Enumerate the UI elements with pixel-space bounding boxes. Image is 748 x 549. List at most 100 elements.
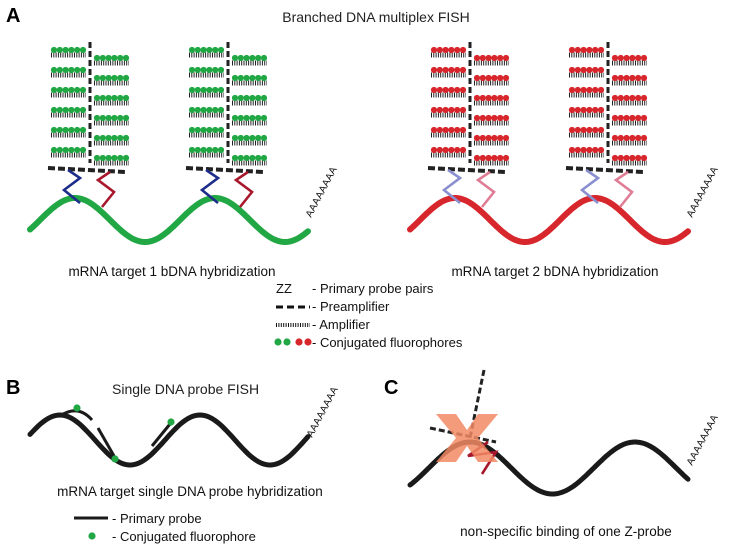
fluorophore-dot: [611, 114, 619, 122]
fluorophore-dot: [580, 86, 587, 94]
fluorophore-dot: [436, 146, 443, 154]
primary-probe-z-right: [233, 170, 254, 208]
fluorophore-dot: [597, 66, 605, 74]
fluorophore-dot: [436, 106, 443, 114]
fluorophore-dot: [611, 154, 619, 162]
fluorophore-dot: [640, 94, 648, 102]
fluorophore-dot: [442, 66, 449, 74]
fluorophore-dot: [50, 46, 58, 54]
poly-a-tail: AAAAAAAA: [685, 165, 721, 219]
fluorophore-dot: [122, 134, 130, 142]
fluorophore-dot: [249, 154, 256, 162]
fluorophore-dot: [502, 74, 510, 82]
fluorophore-dot: [194, 86, 201, 94]
fluorophore-dot: [635, 114, 642, 122]
fluorophore-dot: [592, 146, 599, 154]
fluorophore-dot: [73, 404, 81, 412]
fluorophore-dot: [217, 66, 225, 74]
fluorophore-dot: [473, 134, 481, 142]
fluorophore-dot: [497, 54, 504, 62]
fluorophore-dot: [56, 86, 63, 94]
fluorophore-dot: [574, 86, 581, 94]
fluorophore-dot: [62, 66, 69, 74]
fluorophore-dot: [580, 126, 587, 134]
fluorophore-dot: [436, 66, 443, 74]
fluorophore-dot: [99, 134, 106, 142]
legend-primary-pairs: - Primary probe pairs: [312, 281, 434, 296]
fluorophore-dot: [243, 94, 250, 102]
fluorophore-dot: [260, 54, 268, 62]
fluorophore-dot: [568, 106, 576, 114]
fluorophore-dot: [56, 66, 63, 74]
mrna-strand-target2: [407, 195, 691, 245]
nonspecific-caption: non-specific binding of one Z-probe: [460, 524, 672, 539]
fluorophore-dot: [454, 126, 461, 134]
fluorophore-dot: [68, 106, 75, 114]
fluorophore-dot: [105, 94, 112, 102]
preamplifier-base: [427, 166, 507, 174]
fluorophore-dot: [497, 74, 504, 82]
legend-green-dot: [283, 338, 291, 346]
fluorophore-dot: [188, 106, 196, 114]
fluorophore-dot: [568, 126, 576, 134]
poly-a-tail: AAAAAAAA: [685, 413, 721, 467]
fluorophore-dot: [105, 54, 112, 62]
fluorophore-dot: [635, 74, 642, 82]
fluorophore-dot: [79, 146, 87, 154]
x-mark-icon: [436, 414, 498, 462]
fluorophore-dot: [623, 154, 630, 162]
fluorophore-dot: [243, 114, 250, 122]
fluorophore-dot: [640, 54, 648, 62]
fluorophore-dot: [217, 86, 225, 94]
fluorophore-dot: [459, 146, 467, 154]
fluorophore-dot: [243, 154, 250, 162]
legend-amplifier: - Amplifier: [312, 317, 370, 332]
fluorophore-dot: [454, 106, 461, 114]
fluorophore-dot: [635, 134, 642, 142]
fluorophore-dot: [105, 134, 112, 142]
fluorophore-dot: [74, 86, 81, 94]
fluorophore-dot: [194, 46, 201, 54]
fluorophore-dot: [117, 134, 124, 142]
fluorophore-dot: [623, 94, 630, 102]
fluorophore-dot: [473, 94, 481, 102]
fluorophore-dot: [430, 86, 438, 94]
fluorophore-dot: [635, 154, 642, 162]
fluorophore-dot: [442, 106, 449, 114]
primary-probe-z-left: [61, 168, 83, 205]
fluorophore-dot: [260, 114, 268, 122]
fluorophore-dot: [79, 106, 87, 114]
fluorophore-dot: [249, 94, 256, 102]
fluorophore-dot: [74, 46, 81, 54]
fluorophore-dot: [430, 126, 438, 134]
legend-red-dot: [295, 338, 303, 346]
fluorophore-dot: [592, 126, 599, 134]
fluorophore-dot: [68, 146, 75, 154]
fluorophore-dot: [436, 126, 443, 134]
fluorophore-dot: [79, 126, 87, 134]
nonspecific-binding-assembly: AAAAAAAA: [407, 369, 721, 497]
fluorophore-dot: [629, 74, 636, 82]
fluorophore-dot: [122, 114, 130, 122]
fluorophore-dot: [212, 46, 219, 54]
fluorophore-dot: [68, 86, 75, 94]
fluorophore-dot: [592, 66, 599, 74]
panel-label-a: A: [6, 5, 20, 27]
fluorophore-dot: [50, 126, 58, 134]
fluorophore-dot: [206, 86, 213, 94]
fluorophore-dot: [231, 134, 239, 142]
fluorophore-dot: [635, 94, 642, 102]
primary-probe-z-left: [199, 168, 221, 205]
detached-preamplifier: [429, 426, 497, 444]
legend-fluorophore: - Conjugated fluorophore: [112, 529, 256, 544]
fluorophore-dot: [206, 146, 213, 154]
fluorophore-dot: [574, 46, 581, 54]
fluorophore-dot: [200, 126, 207, 134]
fluorophore-dot: [255, 74, 262, 82]
preamplifier-base: [47, 166, 127, 174]
fluorophore-dot: [586, 126, 593, 134]
fluorophore-dot: [629, 154, 636, 162]
fluorophore-dot: [586, 66, 593, 74]
fluorophore-dot: [93, 154, 101, 162]
